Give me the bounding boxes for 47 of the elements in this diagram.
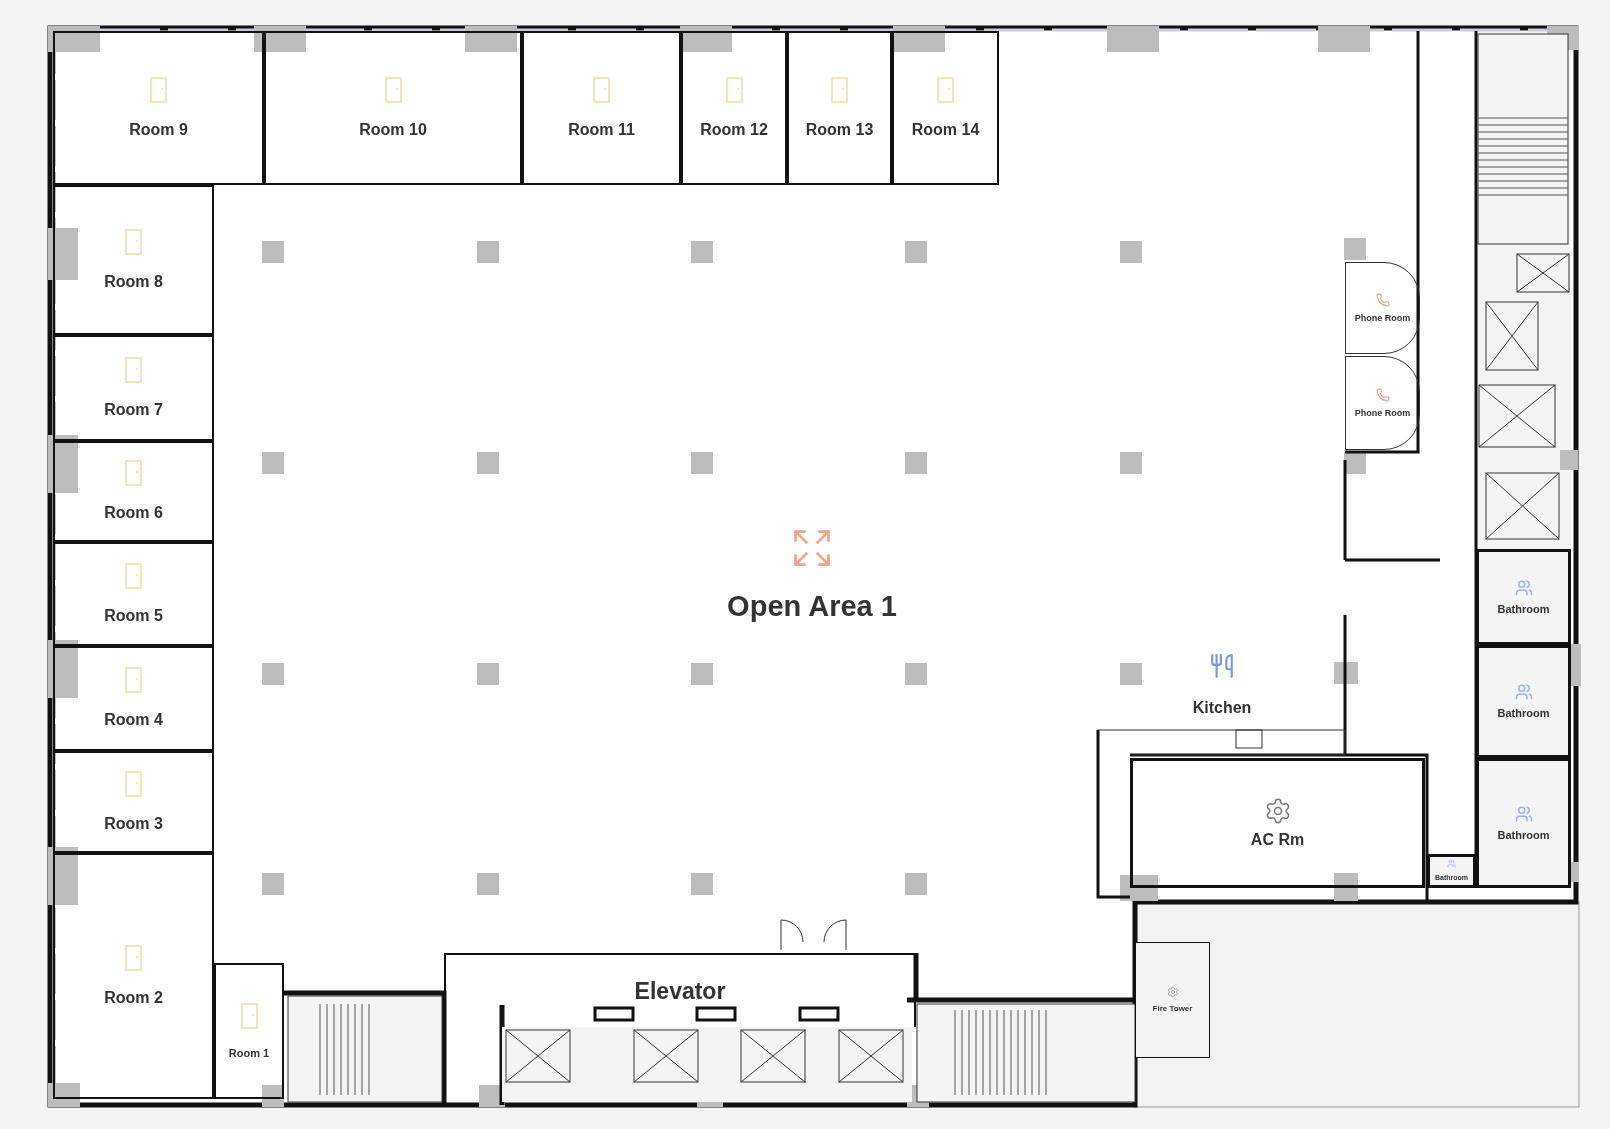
room-label: Room 10	[359, 120, 427, 140]
room-label: Room 13	[805, 120, 874, 140]
mechanical-room	[1130, 758, 1425, 888]
room	[681, 31, 787, 185]
elevator-lobby	[444, 953, 916, 1027]
room-label: Bathroom	[1497, 602, 1550, 616]
room	[53, 441, 214, 542]
bathroom	[1427, 854, 1476, 888]
phone-room	[1345, 262, 1420, 354]
room	[53, 31, 264, 185]
room	[522, 31, 681, 185]
room-label: Room 6	[104, 504, 163, 523]
room-label: Fire Tower	[1152, 1004, 1193, 1014]
room-label: Room 2	[104, 988, 163, 1008]
room	[53, 751, 214, 853]
room	[53, 853, 214, 1099]
room-label: Room 1	[228, 1046, 270, 1060]
room-label: Bathroom	[1497, 707, 1550, 720]
room	[53, 335, 214, 441]
room	[787, 31, 892, 185]
room-label: Room 9	[129, 120, 188, 140]
room	[892, 31, 999, 185]
phone-room	[1345, 356, 1420, 450]
room-label: Kitchen	[1192, 698, 1252, 718]
room-label: Phone Room	[1354, 407, 1411, 419]
room-label: Open Area 1	[727, 590, 897, 624]
room	[264, 31, 522, 185]
room-label: Elevator	[634, 977, 726, 1005]
bathroom	[1476, 549, 1571, 645]
room-label: Room 14	[911, 120, 980, 140]
room-label: Room 11	[568, 120, 635, 140]
room-label: Room 7	[104, 400, 163, 420]
room-label: Room 5	[104, 606, 163, 626]
room	[53, 185, 214, 335]
room-label: AC Rm	[1250, 830, 1305, 850]
room-label: Room 4	[104, 711, 163, 730]
room-label: Bathroom	[1497, 828, 1550, 842]
bathroom	[1476, 645, 1571, 758]
room	[214, 963, 284, 1099]
room	[53, 542, 214, 646]
room-label: Room 8	[104, 272, 163, 292]
room-label: Room 12	[700, 120, 768, 140]
fire-tower-room	[1135, 942, 1210, 1058]
room	[53, 646, 214, 751]
bathroom	[1476, 758, 1571, 888]
room-label: Phone Room	[1354, 312, 1411, 324]
room-label: Room 3	[104, 814, 163, 834]
